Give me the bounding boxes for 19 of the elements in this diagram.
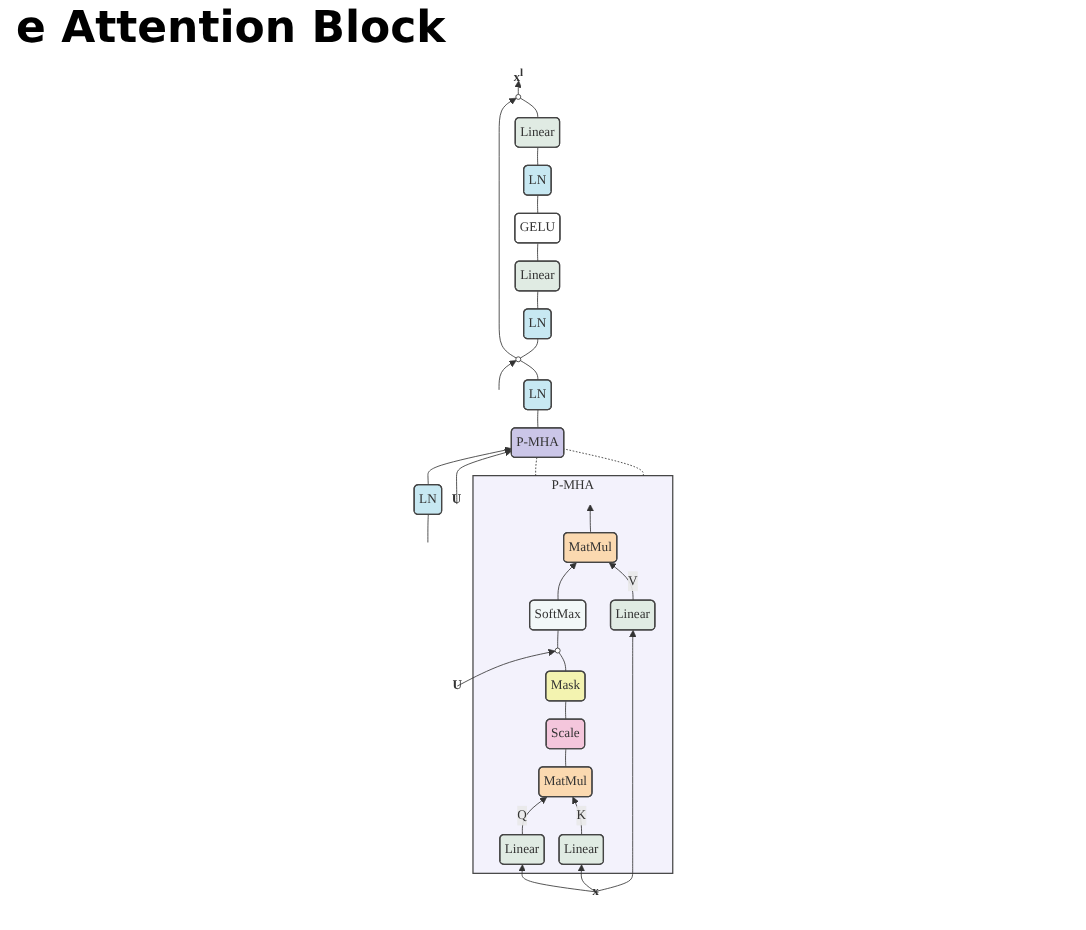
connector xyxy=(519,97,538,119)
connector xyxy=(536,195,538,215)
connector xyxy=(556,629,559,649)
connector xyxy=(564,748,566,768)
title: e Attention Block xyxy=(16,4,448,54)
connector xyxy=(536,242,538,262)
connector xyxy=(558,652,566,673)
connector xyxy=(519,360,538,381)
connector xyxy=(519,338,538,359)
node-circle xyxy=(514,356,521,363)
connector xyxy=(427,514,429,543)
connector xyxy=(563,448,644,477)
connector xyxy=(534,457,537,477)
connector xyxy=(536,290,538,310)
node-circle xyxy=(514,94,521,100)
node-circle xyxy=(554,647,561,654)
connector xyxy=(536,147,538,167)
connector xyxy=(536,409,538,429)
connector xyxy=(564,700,566,720)
